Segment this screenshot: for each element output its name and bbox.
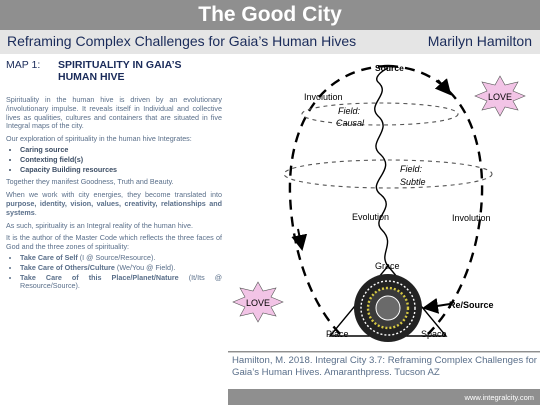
list-item-bold: Take Care of Self <box>20 252 78 262</box>
list-item: Contexting field(s) <box>20 155 222 165</box>
citation-box: Hamilton, M. 2018. Integral City 3.7: Re… <box>228 352 540 389</box>
love-starburst-top <box>474 75 526 117</box>
list-item-rest: (I @ Source/Resource). <box>77 252 156 262</box>
body-text: Spirituality in the human hive is driven… <box>6 95 222 295</box>
list-item-bold: Take Care of Others/Culture <box>20 262 115 272</box>
love-label-bottom: LOVE <box>246 298 270 308</box>
love-label-top: LOVE <box>488 92 512 102</box>
energies-bold: purpose, identity, vision, values, creat… <box>6 198 222 217</box>
paragraph-integral-reality: As such, spirituality is an Integral rea… <box>6 220 193 230</box>
label-field-causal-1: Field: <box>338 106 361 116</box>
label-involution-left: Involution <box>304 92 343 102</box>
arrow-left-down <box>291 228 308 251</box>
love-starburst-bottom <box>232 281 284 323</box>
label-place: Place <box>326 329 349 339</box>
list-item-rest: (We/You @ Field). <box>114 262 176 272</box>
subtitle-bar: Reframing Complex Challenges for Gaia’s … <box>0 30 540 54</box>
label-source: Source <box>375 63 404 73</box>
author-name: Marilyn Hamilton <box>427 33 532 49</box>
paragraph-integrates: Our exploration of spirituality in the h… <box>6 134 192 144</box>
list-item: Caring source <box>20 145 222 155</box>
label-field-subtle-1: Field: <box>400 164 423 174</box>
paragraph-intro: Spirituality in the human hive is driven… <box>6 95 222 131</box>
spirituality-diagram: Source Involution Field: Causal Field: S… <box>232 63 526 342</box>
diagram-panel: Source Involution Field: Causal Field: S… <box>228 54 540 351</box>
care-list: Take Care of Self (I @ Source/Resource).… <box>6 252 222 292</box>
label-grace: Grace <box>375 261 400 271</box>
label-space: Space <box>421 329 447 339</box>
hive-disc-core <box>375 295 401 321</box>
map-title: SPIRITUALITY IN GAIA’S HUMAN HIVE <box>58 59 228 83</box>
subtitle: Reframing Complex Challenges for Gaia’s … <box>7 33 357 49</box>
citation-text: Hamilton, M. 2018. Integral City 3.7: Re… <box>232 355 538 378</box>
paragraph-master-code: It is the author of the Master Code whic… <box>6 233 222 252</box>
label-resource: Re/Source <box>449 300 494 310</box>
evolution-wave <box>374 67 389 267</box>
map-title-line-2: HUMAN HIVE <box>58 71 125 83</box>
energies-text: When we work with city energies, they be… <box>6 190 222 200</box>
label-evolution: Evolution <box>352 212 389 222</box>
label-field-subtle-2: Subtle <box>400 177 426 187</box>
hive-disc-ring <box>360 280 416 336</box>
resource-arrow <box>422 297 451 314</box>
list-item: Take Care of this Place/Planet/Nature (I… <box>20 272 222 292</box>
page-title: The Good City <box>0 0 540 30</box>
integrates-list: Caring source Contexting field(s) Capaci… <box>6 145 222 175</box>
list-item: Capacity Building resources <box>20 165 222 175</box>
map-title-line-1: SPIRITUALITY IN GAIA’S <box>58 59 182 71</box>
field-causal-ellipse <box>301 102 459 126</box>
list-item-rest: (It/Its @ Resource/Source). <box>20 272 222 291</box>
footer-url: www.integralcity.com <box>464 393 534 402</box>
paragraph-manifest: Together they manifest Goodness, Truth a… <box>6 177 174 187</box>
label-field-causal-2: Causal <box>336 118 365 128</box>
label-involution-right: Involution <box>452 213 491 223</box>
energies-end: . <box>34 207 37 217</box>
list-item: Take Care of Self (I @ Source/Resource). <box>20 252 222 263</box>
left-text-panel: MAP 1: SPIRITUALITY IN GAIA’S HUMAN HIVE… <box>0 54 228 405</box>
paragraph-energies: When we work with city energies, they be… <box>6 190 222 217</box>
arrow-top-right <box>434 78 452 96</box>
list-item-bold: Take Care of this Place/Planet/Nature <box>20 272 179 282</box>
field-subtle-ellipse <box>283 159 493 189</box>
map-number: MAP 1: <box>6 59 41 71</box>
list-item: Take Care of Others/Culture (We/You @ Fi… <box>20 262 222 273</box>
